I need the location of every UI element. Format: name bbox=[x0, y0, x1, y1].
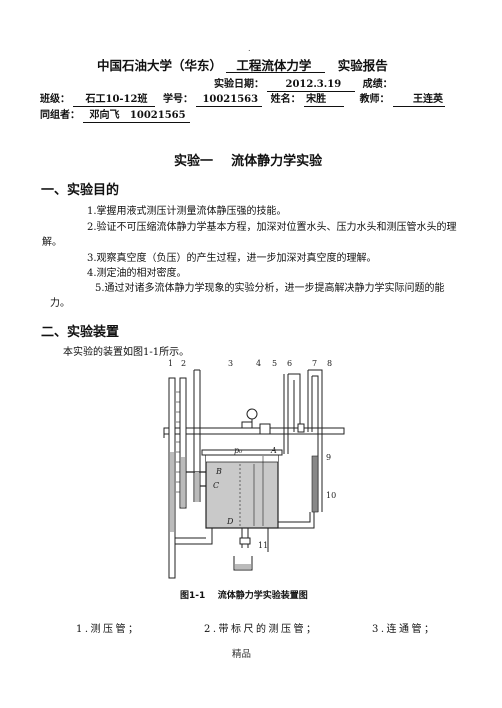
name-value: 宋胜 bbox=[304, 94, 345, 107]
id-label: 学号： bbox=[162, 94, 193, 105]
objective-item: 1.掌握用液式测压计测量流体静压强的技能。 bbox=[87, 206, 287, 217]
figure-label-p0: p₀ bbox=[234, 446, 243, 455]
report-header-title: 中国石油大学（华东） 工程流体力学 实验报告 bbox=[97, 55, 388, 74]
figure-number: 3 bbox=[228, 359, 233, 368]
figure-label-b: B bbox=[215, 467, 222, 476]
teacher-value: 王连英 bbox=[393, 94, 446, 107]
student-info-line: 班级： 石工10-12班 学号： 10021563 姓名： 宋胜 教师： 王连英 bbox=[40, 90, 446, 107]
figure-caption: 图1-1 流体静力学实验装置图 bbox=[180, 591, 308, 601]
id-value: 10021563 bbox=[196, 94, 263, 107]
figure-label-c: C bbox=[213, 481, 219, 490]
header-dot: . bbox=[248, 44, 251, 53]
university-name: 中国石油大学（华东） bbox=[97, 58, 223, 73]
group-value: 邓向飞 10021565 bbox=[83, 110, 190, 123]
figure-number: 11 bbox=[258, 541, 268, 550]
part-item: 1.测压管； bbox=[76, 624, 141, 635]
figure-label-a: A bbox=[270, 446, 277, 455]
objective-item: 5.通过对诸多流体静力学现象的实验分析，进一步提高解决静力学实际问题的能力。 bbox=[50, 283, 445, 309]
score-label: 成绩： bbox=[362, 79, 393, 90]
figure-number: 2 bbox=[181, 359, 186, 368]
figure-number: 5 bbox=[272, 359, 277, 368]
objective-item: 4.测定油的相对密度。 bbox=[87, 268, 187, 279]
figure-number: 10 bbox=[326, 491, 336, 500]
objective-item: 2.验证不可压缩流体静力学基本方程，加深对位置水头、压力水头和测压管水头的理解。 bbox=[42, 222, 457, 248]
section-heading-apparatus: 二、实验装置 bbox=[41, 325, 120, 340]
section-heading-objectives: 一、实验目的 bbox=[41, 183, 120, 198]
group-line: 同组者： 邓向飞 10021565 bbox=[40, 106, 190, 123]
date-value: 2012.3.19 bbox=[267, 79, 356, 92]
objective-item: 3.观察真空度（负压）的产生过程，进一步加深对真空度的理解。 bbox=[87, 253, 377, 264]
apparatus-intro: 本实验的装置如图1-1所示。 bbox=[63, 347, 190, 358]
experiment-title: 实验一 流体静力学实验 bbox=[174, 154, 323, 169]
name-label: 姓名： bbox=[270, 94, 301, 105]
date-label: 实验日期： bbox=[214, 79, 264, 90]
figure-number: 6 bbox=[287, 359, 292, 368]
figure-number: 7 bbox=[312, 359, 317, 368]
apparatus-figure: 1 2 3 4 5 6 7 8 9 10 11 p₀ A B C D bbox=[163, 359, 345, 579]
part-item: 2.带标尺的测压管； bbox=[204, 624, 319, 635]
class-value: 石工10-12班 bbox=[73, 94, 156, 107]
figure-number: 8 bbox=[327, 359, 332, 368]
teacher-label: 教师： bbox=[359, 94, 390, 105]
class-label: 班级： bbox=[40, 94, 70, 105]
figure-number: 4 bbox=[256, 359, 261, 368]
page-footer: 精品 bbox=[232, 649, 252, 660]
figure-number: 1 bbox=[168, 359, 173, 368]
report-label: 实验报告 bbox=[337, 58, 388, 73]
figure-label-d: D bbox=[226, 517, 234, 526]
date-line: 实验日期： 2012.3.19 成绩： bbox=[214, 75, 393, 92]
figure-number: 9 bbox=[326, 453, 331, 462]
part-item: 3.连通管； bbox=[372, 624, 437, 635]
group-label: 同组者： bbox=[40, 110, 80, 121]
course-name: 工程流体力学 bbox=[226, 59, 326, 73]
